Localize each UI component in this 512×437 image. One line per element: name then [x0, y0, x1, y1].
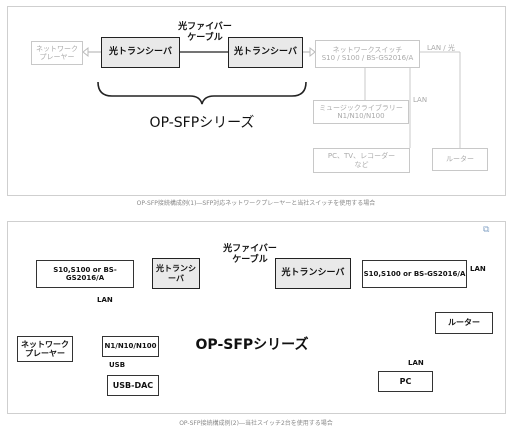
caption-1: OP-SFP接続構成例(1)―SFP対応ネットワークプレーヤーと当社スイッチを使…: [136, 200, 376, 207]
router-label-1: ルーター: [446, 155, 474, 164]
lan-label-pc: LAN: [408, 359, 424, 367]
lan-optical-label: LAN / 光: [427, 44, 455, 52]
fiber-cable-label-1: 光ファイバー ケーブル: [170, 22, 240, 44]
usb-label: USB: [109, 361, 126, 369]
lan-label-left: LAN: [97, 296, 113, 304]
transceiver-left-label: 光トランシーバ: [109, 47, 172, 58]
pc-tv-recorder-box: PC、TV、レコーダー など: [313, 148, 410, 173]
transceiver-right-2: 光トランシーバ: [275, 258, 351, 289]
pc-tv-recorder-line1: PC、TV、レコーダー: [327, 152, 396, 161]
pc-box: PC: [378, 371, 433, 392]
pc-label: PC: [399, 376, 412, 386]
transceiver-left-2: 光トランシーバ: [152, 258, 200, 289]
fiber-cable-label-line1: 光ファイバー: [223, 244, 277, 254]
switch-left-box: S10,S100 or BS-GS2016/A: [36, 260, 134, 288]
lan-label-1: LAN: [413, 96, 428, 104]
expand-icon[interactable]: ⧉: [483, 225, 490, 235]
fiber-cable-label-line1: 光ファイバー: [178, 22, 232, 32]
caption-2: OP-SFP接続構成例(2)―当社スイッチ2台を使用する場合: [179, 420, 333, 427]
switch-right-box: S10,S100 or BS-GS2016/A: [362, 260, 467, 288]
network-player-box-1: ネットワーク プレーヤー: [31, 41, 83, 65]
network-switch-line2: S10 / S100 / BS-GS2016/A: [321, 54, 414, 62]
transceiver-left-label: 光トランシーバ: [156, 264, 196, 283]
music-library-box: ミュージックライブラリー N1/N10/N100: [313, 100, 409, 124]
router-box-2: ルーター: [435, 312, 493, 334]
series-label-2: OP-SFPシリーズ: [195, 337, 309, 353]
network-player-line1: ネットワーク: [36, 44, 78, 53]
network-player-line2: プレーヤー: [25, 349, 65, 358]
transceiver-right-label: 光トランシーバ: [234, 47, 297, 58]
music-server-label: N1/N10/N100: [104, 342, 157, 351]
fiber-cable-label-line2: ケーブル: [232, 254, 268, 265]
router-box-1: ルーター: [432, 148, 488, 171]
series-label-1: OP-SFPシリーズ: [149, 115, 255, 131]
lan-label-right: LAN: [470, 265, 486, 273]
transceiver-left-1: 光トランシーバ: [101, 37, 180, 68]
network-player-box-2: ネットワーク プレーヤー: [17, 336, 73, 362]
pc-tv-recorder-line2: など: [354, 160, 369, 169]
switch-right-label: S10,S100 or BS-GS2016/A: [363, 269, 466, 278]
network-player-line1: ネットワーク: [21, 339, 69, 349]
network-player-line2: プレーヤー: [39, 53, 75, 61]
network-switch-line1: ネットワークスイッチ: [332, 45, 403, 54]
usb-dac-label: USB-DAC: [112, 380, 154, 390]
network-switch-box-1: ネットワークスイッチ S10 / S100 / BS-GS2016/A: [315, 40, 420, 68]
transceiver-right-label: 光トランシーバ: [281, 268, 345, 279]
music-library-line2: N1/N10/N100: [337, 112, 385, 120]
switch-left-label: S10,S100 or BS-GS2016/A: [53, 265, 117, 282]
fiber-cable-label-line2: ケーブル: [187, 32, 223, 43]
usb-dac-box: USB-DAC: [107, 375, 159, 396]
transceiver-right-1: 光トランシーバ: [228, 37, 303, 68]
music-library-line1: ミュージックライブラリー: [319, 103, 403, 112]
fiber-cable-label-2: 光ファイバー ケーブル: [215, 244, 285, 266]
music-server-box: N1/N10/N100: [102, 336, 159, 357]
router-label-2: ルーター: [448, 318, 480, 328]
